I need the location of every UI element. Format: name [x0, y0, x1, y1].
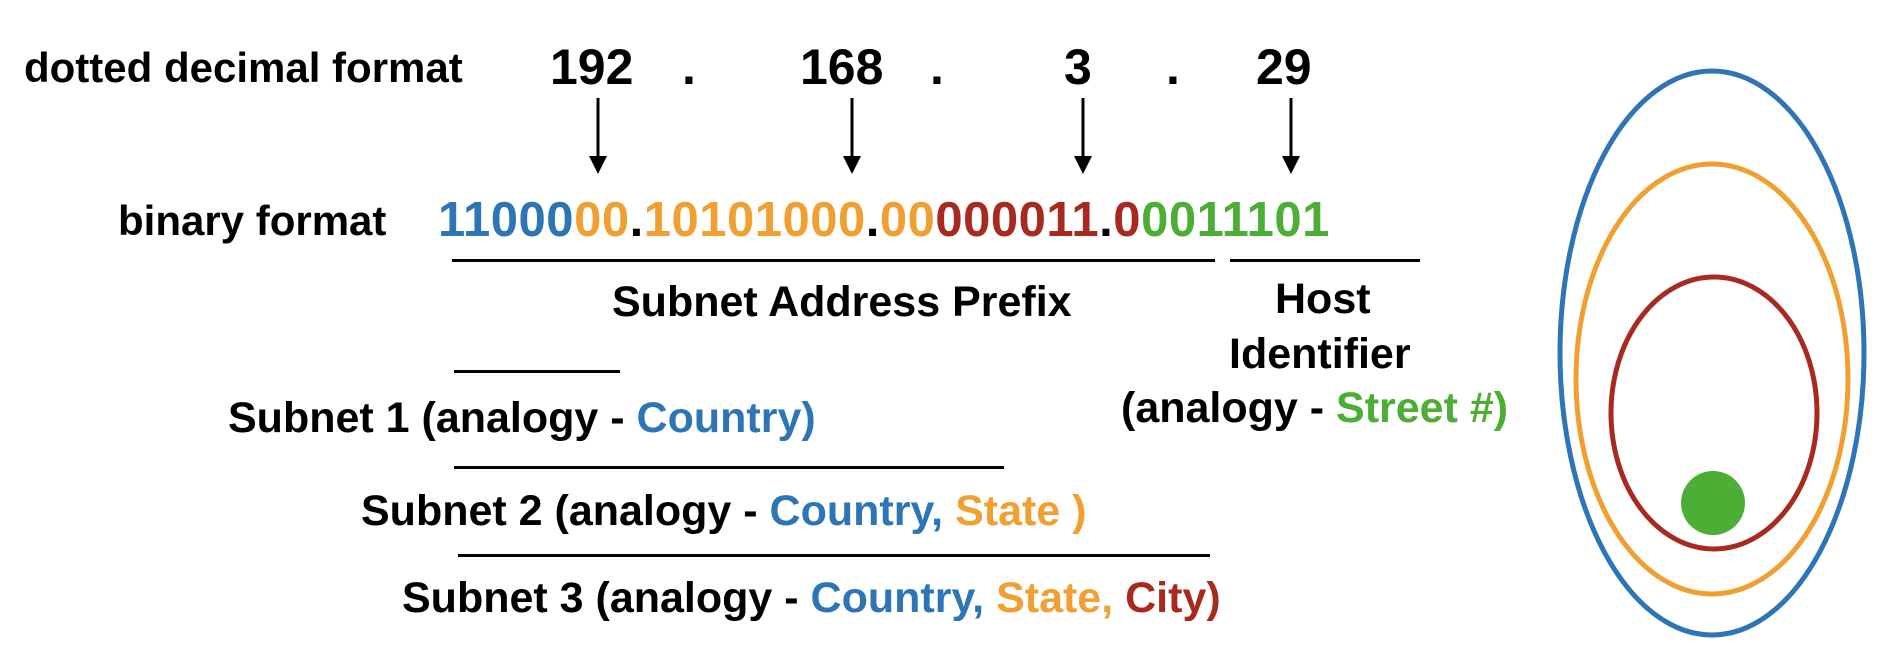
city-ellipse — [1608, 274, 1820, 552]
down-arrow-2 — [843, 98, 861, 174]
binary-label: binary format — [118, 197, 387, 244]
binary-segment: 0011101 — [1141, 193, 1330, 247]
octet-1: 192 — [550, 39, 634, 95]
subnet3-country: Country, — [810, 574, 997, 622]
binary-segment: 10101000 — [643, 193, 866, 247]
subnet1-prefix: Subnet 1 (analogy - — [228, 394, 637, 442]
octet-dot-3: . — [1166, 39, 1180, 95]
binary-segment: 00 — [574, 193, 630, 247]
subnet3-label: Subnet 3 (analogy - Country, State, City… — [402, 574, 1221, 623]
down-arrow-4 — [1282, 98, 1300, 174]
binary-segment: 00 — [879, 193, 936, 247]
subnet1-rule — [454, 370, 620, 373]
binary-segment: . — [865, 193, 880, 247]
host-analogy-prefix: (analogy - — [1121, 384, 1337, 432]
octet-dot-2: . — [930, 39, 944, 95]
subnet3-rule — [458, 554, 1210, 557]
down-arrow-1 — [589, 98, 607, 174]
binary-segment: . — [1099, 193, 1114, 247]
subnet1-country: Country) — [636, 394, 816, 442]
octet-3: 3 — [1064, 39, 1092, 95]
subnet2-state: State ) — [955, 487, 1087, 535]
street-dot — [1681, 471, 1745, 535]
octet-4: 29 — [1256, 39, 1312, 95]
subnet1-label: Subnet 1 (analogy - Country) — [228, 394, 816, 443]
dotted-decimal-label: dotted decimal format — [24, 44, 463, 91]
binary-segment: 0 — [1113, 193, 1142, 247]
binary-address: 1100000.10101000.00000011.00011101 — [438, 192, 1330, 248]
down-arrow-3 — [1074, 98, 1092, 174]
host-label-line1: Host — [1275, 275, 1371, 323]
binary-segment: 000011 — [935, 193, 1100, 247]
prefix-rule — [452, 259, 1215, 262]
host-label-line2: Identifier — [1229, 330, 1411, 378]
subnet3-prefix: Subnet 3 (analogy - — [402, 574, 811, 622]
subnet2-rule — [454, 466, 1004, 469]
octet-2: 168 — [800, 39, 884, 95]
host-analogy: (analogy - Street #) — [1121, 384, 1508, 433]
state-ellipse — [1573, 161, 1851, 597]
country-ellipse — [1557, 68, 1867, 638]
octet-dot-1: . — [682, 39, 696, 95]
subnet-prefix-label: Subnet Address Prefix — [612, 278, 1072, 326]
subnet3-city: City) — [1125, 574, 1221, 622]
subnet2-country: Country, — [769, 487, 956, 535]
subnet3-state: State, — [996, 574, 1126, 622]
subnet2-label: Subnet 2 (analogy - Country, State ) — [361, 487, 1087, 536]
subnet2-prefix: Subnet 2 (analogy - — [361, 487, 770, 535]
binary-segment: . — [629, 193, 644, 247]
host-rule — [1230, 259, 1420, 262]
host-analogy-street: Street #) — [1336, 384, 1509, 432]
binary-segment: 11000 — [438, 193, 575, 247]
